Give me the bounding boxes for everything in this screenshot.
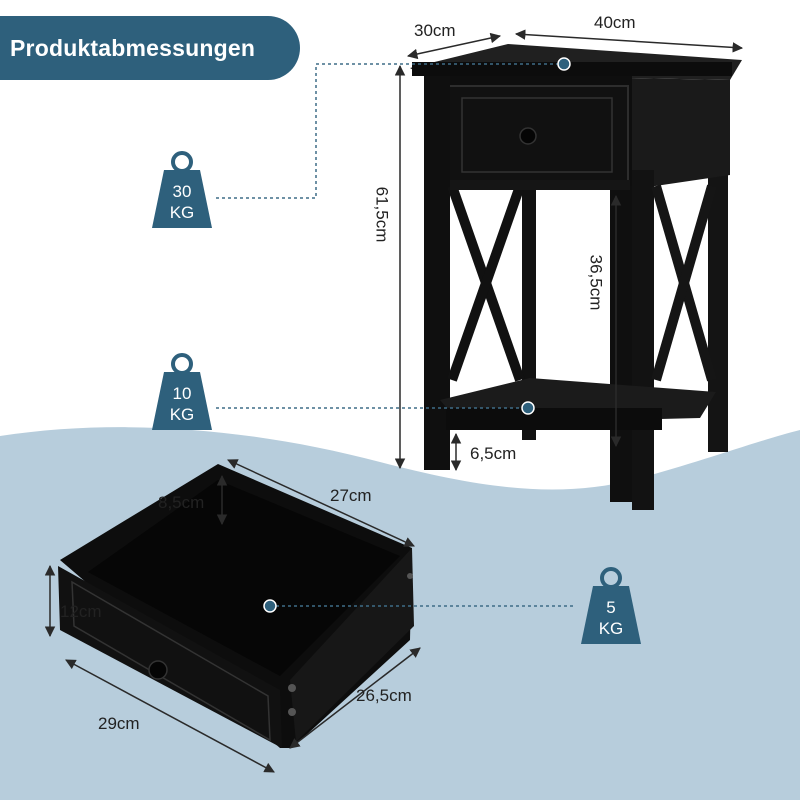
drawer-load-value: 5 [606, 598, 616, 617]
tabletop-load-point [557, 57, 571, 71]
drawer-inner-height-label: 8,5cm [158, 493, 205, 512]
shelf-load-unit: KG [169, 405, 195, 424]
shelf-load-point [521, 401, 535, 415]
drawer-weight-icon: 5 KG [579, 566, 643, 646]
table-height-label: 61,5cm [372, 186, 392, 243]
drawer-load-unit: KG [598, 619, 624, 638]
page-title: Produktabmessungen [10, 34, 256, 61]
drawer-load-point [263, 599, 277, 613]
drawer-front-height-label: 12cm [60, 602, 102, 621]
tabletop-weight-icon: 30 KG [150, 150, 214, 230]
table-depth-label: 30cm [414, 21, 456, 40]
side-table [410, 44, 742, 510]
drawer-side-depth-label: 26,5cm [356, 686, 412, 705]
weight-leader-lines [216, 63, 576, 607]
table-leg-height-label: 6,5cm [470, 444, 517, 463]
table-width-label: 40cm [594, 13, 636, 32]
drawer-dimension-lines [44, 459, 421, 773]
tabletop-load-unit: KG [169, 203, 195, 222]
shelf-weight-icon: 10 KG [150, 352, 214, 432]
tabletop-load-value: 30 [172, 182, 192, 201]
table-clearance-label: 36,5cm [586, 254, 606, 311]
title-banner: Produktabmessungen [0, 16, 300, 80]
drawer-inner-depth-label: 27cm [330, 486, 372, 505]
table-dimension-lines [394, 29, 744, 472]
drawer-front-width-label: 29cm [98, 714, 140, 733]
shelf-load-value: 10 [172, 384, 192, 403]
